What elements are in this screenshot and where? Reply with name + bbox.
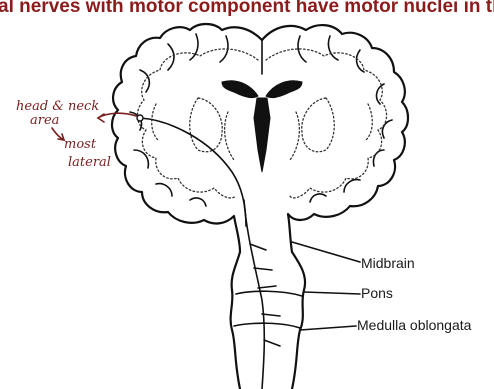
- ventricles: [222, 81, 302, 172]
- label-pons: Pons: [361, 285, 393, 301]
- label-medulla-oblongata: Medulla oblongata: [357, 317, 472, 333]
- annotation-line-1: head & neck: [16, 99, 99, 114]
- label-midbrain: Midbrain: [361, 255, 415, 271]
- annotation-line-4: lateral: [68, 155, 111, 170]
- annotation-line-2: area: [30, 113, 59, 128]
- cortex-origin-dot: [137, 115, 143, 121]
- annotation-line-3: most: [64, 137, 97, 152]
- banner-text: al nerves with motor component have moto…: [0, 0, 494, 17]
- brainstem: [231, 200, 305, 389]
